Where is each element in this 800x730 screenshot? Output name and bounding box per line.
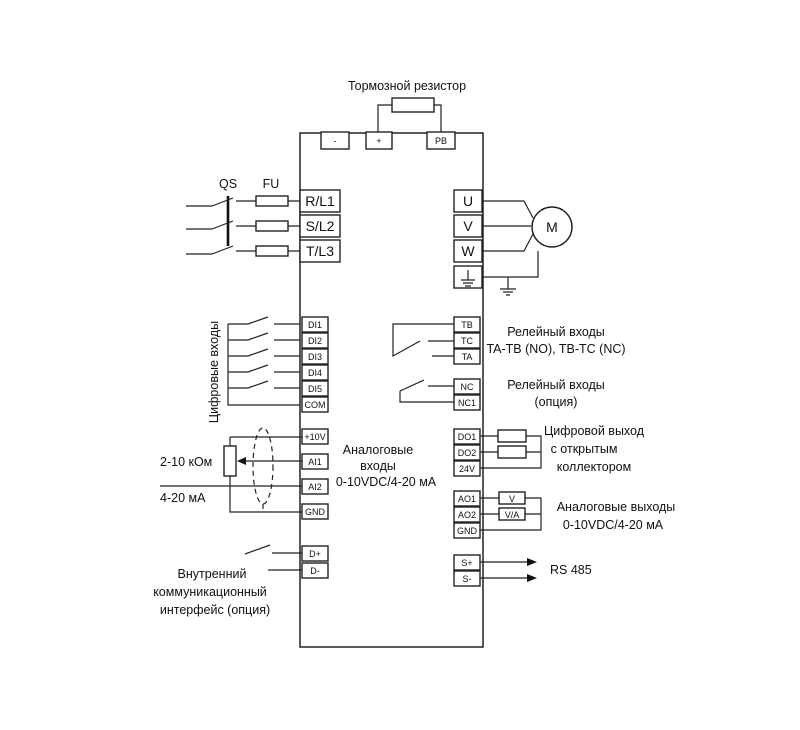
brake-resistor-symbol [391,97,435,113]
brake-resistor-title: Тормозной резистор [348,79,466,93]
brake-resistor-group: Тормозной резистор - + PB [320,79,466,150]
wiper-arrow-icon [237,457,246,465]
terminal-ai2-label: AI2 [308,482,322,492]
terminal-s-minus-label: S- [463,574,472,584]
terminal-s-l2 [299,214,341,238]
analog-inputs-label-1: Аналоговые [343,443,413,457]
terminal-do1-label: DO1 [458,432,477,442]
terminal-s-plus-label: S+ [461,558,472,568]
terminal-v-label: V [463,218,473,234]
terminal-t-l3 [299,239,341,263]
terminal-24v-label: 24V [459,464,475,474]
analog-inputs-label-3: 0-10VDC/4-20 мА [336,475,437,489]
arrow-right-icon [527,558,537,566]
terminal-di2-label: DI2 [308,336,322,346]
terminal-di2 [301,332,329,349]
terminal-r-l1-label: R/L1 [305,193,335,209]
comm-label-3: интерфейс (опция) [160,603,270,617]
terminal-pb [426,131,456,150]
terminal-tb-label: TB [461,320,473,330]
terminal-gnd-out-label: GND [457,526,478,536]
va-meter-label: V/A [505,510,520,520]
comm-label-1: Внутренний [178,567,247,581]
terminal-gnd-in-label: GND [305,507,326,517]
digital-inputs-label: Цифровые входы [207,321,221,423]
terminal-minus [320,131,350,150]
terminal-nc-label: NC [461,382,474,392]
terminal-ta-label: TA [462,352,473,362]
terminal-do2-label: DO2 [458,448,477,458]
terminal-di4 [301,364,329,381]
motor-icon [531,206,573,248]
terminal-nc1-label: NC1 [458,398,476,408]
terminal-d-minus-label: D- [310,566,320,576]
motor-output-group: U V W M [453,189,573,296]
terminal-com [301,396,329,413]
va-meter [498,507,526,521]
current-input-label: 4-20 мА [160,491,206,505]
relay2-label-2: (опция) [535,395,578,409]
shield-ellipse-1 [252,427,274,505]
comm-group: D+ D- Внутренний коммуникационный интерф… [153,544,329,617]
terminal-t-l3-label: T/L3 [306,243,334,259]
relay1-label-1: Релейный входы [507,325,605,339]
fuse-2 [255,220,289,232]
terminal-pb-label: PB [435,136,447,146]
power-input-group: QS FU R/L1 S/L2 T/L3 [186,177,341,263]
rs485-label: RS 485 [550,563,592,577]
terminal-ao1-label: AO1 [458,494,476,504]
terminal-d-plus-label: D+ [309,549,321,559]
terminal-di3-label: DI3 [308,352,322,362]
digital-out-label-1: Цифровой выход [544,424,645,438]
digital-out-group: DO1 DO2 24V Цифровой выход с открытым ко… [453,424,645,477]
terminal-tc-label: TC [461,336,473,346]
terminal-minus-label: - [334,136,337,146]
terminal-ao2-label: AO2 [458,510,476,520]
digital-out-label-2: с открытым [551,442,618,456]
analog-inputs-group: +10V AI1 AI2 GND 2-10 кОм 4-20 мА Аналог… [160,427,437,520]
analog-out-label-2: 0-10VDC/4-20 мА [563,518,664,532]
terminal-di5 [301,380,329,397]
relay1-label-2: TA-TB (NO), TB-TC (NC) [486,342,625,356]
arrow-right-icon [527,574,537,582]
ground-icon [500,288,516,296]
terminal-di1 [301,316,329,333]
analog-inputs-label-2: входы [360,459,396,473]
load-resistor-1 [497,429,527,443]
analog-out-group: AO1 AO2 GND V V/A Аналоговые выходы 0-10… [453,490,676,539]
analog-out-label-1: Аналоговые выходы [557,500,676,514]
fu-label: FU [263,177,280,191]
terminal-di4-label: DI4 [308,368,322,378]
motor-symbol: M [546,219,558,235]
relay2-label-1: Релейный входы [507,378,605,392]
voltmeter-label: V [509,494,515,504]
fuse-1 [255,195,289,207]
terminal-u-label: U [463,193,473,209]
terminal-r-l1 [299,189,341,213]
potentiometer [223,445,237,477]
relay1-group: TB TC TA Релейный входы TA-TB (NO), TB-T… [392,316,626,365]
terminal-plus [365,131,393,150]
comm-label-2: коммуникационный [153,585,267,599]
terminal-w-label: W [461,243,475,259]
terminal-plus-label: + [376,136,381,146]
digital-inputs-group: Цифровые входы DI1 DI2 DI3 DI4 DI5 COM [207,316,329,423]
voltmeter [498,491,526,505]
ground-icon [461,270,475,287]
digital-out-label-3: коллектором [557,460,631,474]
terminal-ai1-label: AI1 [308,457,322,467]
pot-label: 2-10 кОм [160,455,212,469]
rs485-group: S+ S- RS 485 [453,554,592,587]
qs-label: QS [219,177,237,191]
terminal-di3 [301,348,329,365]
terminal-di1-label: DI1 [308,320,322,330]
terminal-di5-label: DI5 [308,384,322,394]
fuse-3 [255,245,289,257]
load-resistor-2 [497,445,527,459]
terminal-10v-label: +10V [304,432,325,442]
relay2-group: NC NC1 Релейный входы (опция) [399,378,605,411]
terminal-s-l2-label: S/L2 [306,218,335,234]
terminal-com-label: COM [305,400,326,410]
